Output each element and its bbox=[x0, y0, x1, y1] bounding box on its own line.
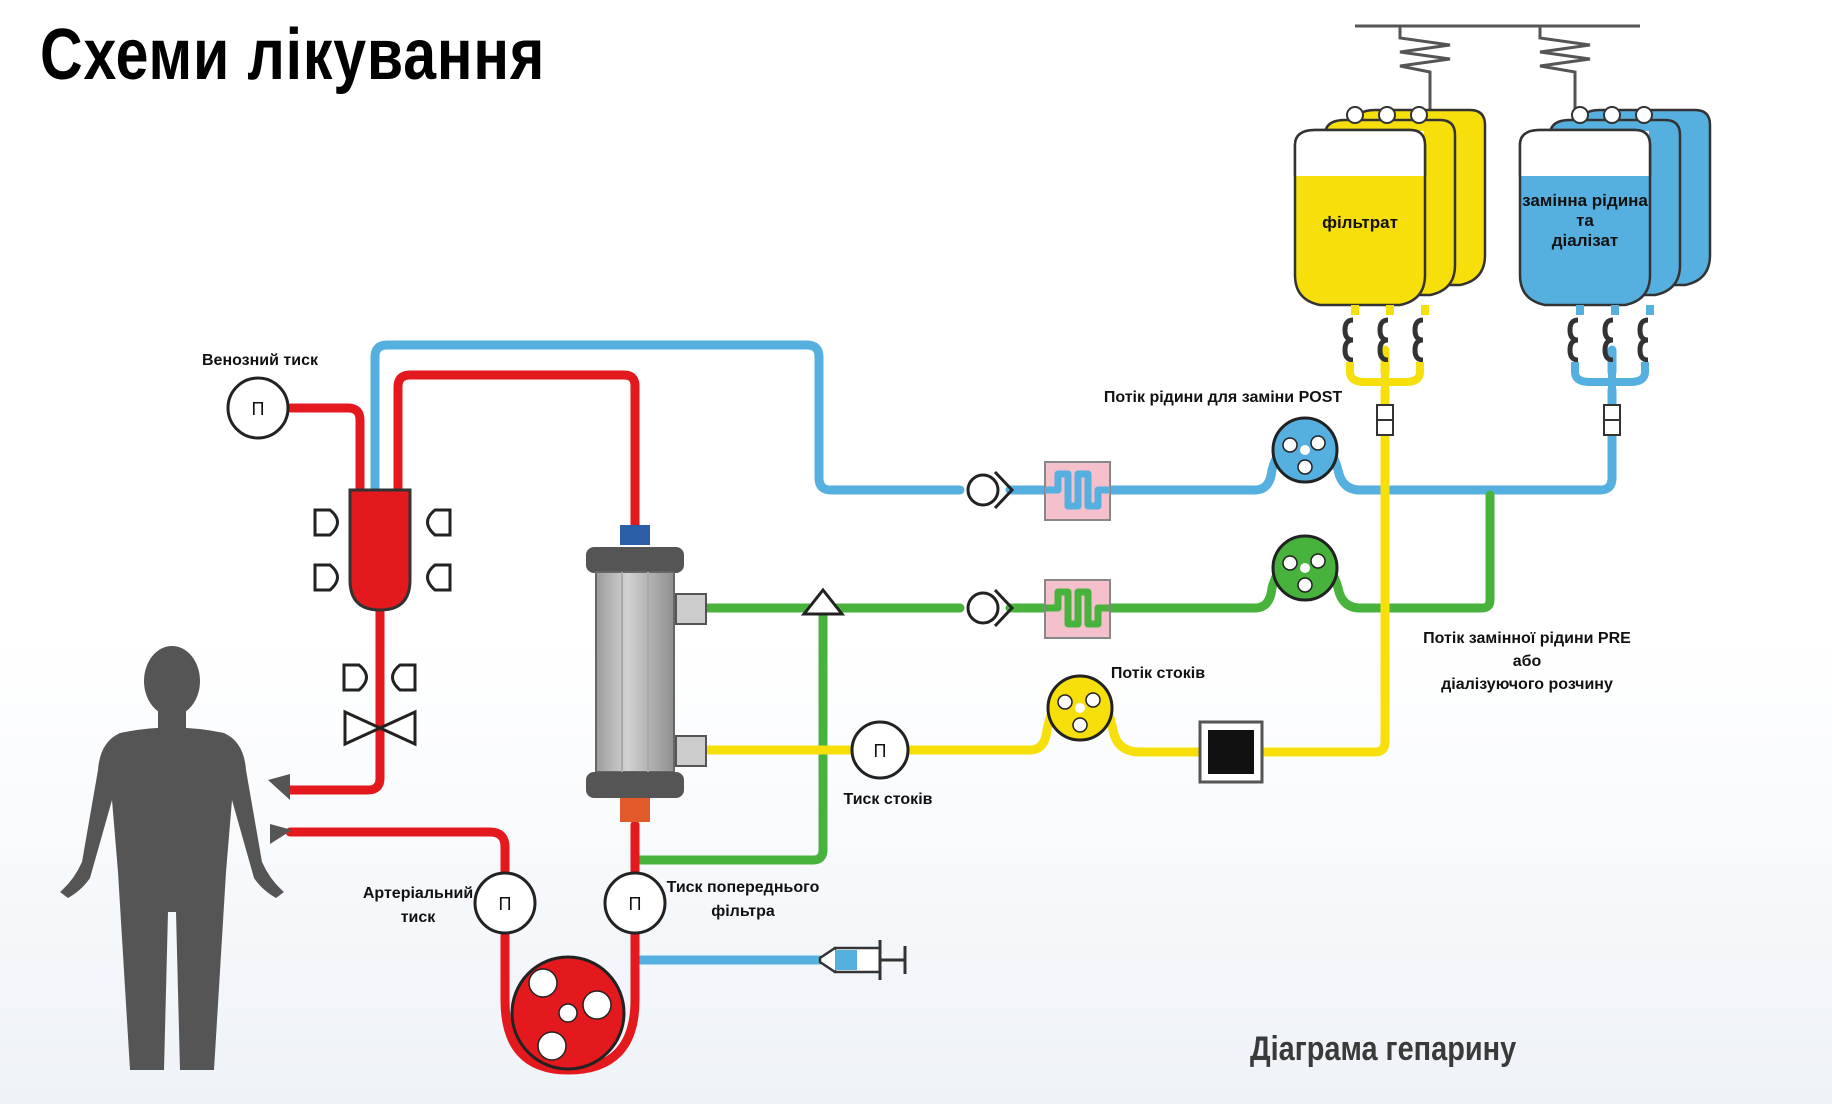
replacement-dialysate-bag: замінна рідина та діалізат bbox=[1518, 106, 1712, 436]
venous-pressure-gauge: П bbox=[226, 376, 290, 440]
prefilter-pressure-label-line2: фільтра bbox=[711, 903, 775, 920]
venous-pressure-label: Венозний тиск bbox=[202, 352, 319, 369]
venous-air-chamber bbox=[348, 488, 412, 612]
post-replacement-pump bbox=[1271, 416, 1339, 484]
venous-clamp-valve-icon bbox=[343, 709, 417, 747]
page-title: Схеми лікування bbox=[40, 15, 546, 95]
blood-pump bbox=[510, 955, 626, 1071]
effluent-pressure-gauge: П bbox=[850, 720, 910, 780]
post-fluid-warmer bbox=[1044, 461, 1111, 521]
patient-access-arrows bbox=[268, 774, 292, 844]
pre-replacement-pump bbox=[1271, 534, 1339, 602]
pre-check-valve-icon bbox=[966, 588, 1015, 628]
svg-text:П: П bbox=[629, 894, 642, 914]
pre-replacement-flow-label-line2: або bbox=[1513, 653, 1542, 670]
heparin-syringe bbox=[818, 940, 907, 980]
bag-hanger-springs bbox=[1355, 24, 1640, 110]
blood-lines bbox=[285, 370, 640, 1075]
pre-replacement-flow-label-line3: діалізуючого розчину bbox=[1441, 676, 1613, 693]
replacement-bag-label-line2: та bbox=[1576, 211, 1594, 230]
replacement-bag-label-line1: замінна рідина bbox=[1522, 191, 1648, 210]
filtrate-bag-label: фільтрат bbox=[1322, 213, 1398, 232]
pre-replacement-flow-label-line1: Потік замінної рідини PRE bbox=[1423, 630, 1631, 647]
effluent-flow-label: Потік стоків bbox=[1111, 665, 1205, 682]
effluent-pressure-label: Тиск стоків bbox=[844, 791, 933, 808]
background-floor bbox=[0, 640, 1832, 1104]
prefilter-pressure-gauge: П bbox=[603, 871, 667, 935]
air-detector-clamps bbox=[313, 508, 452, 692]
filtrate-bag: фільтрат bbox=[1293, 106, 1487, 436]
svg-text:П: П bbox=[252, 399, 265, 419]
svg-text:П: П bbox=[874, 741, 887, 761]
svg-text:П: П bbox=[499, 894, 512, 914]
prefilter-check-valve-icon bbox=[800, 587, 846, 616]
replacement-bag-label-line3: діалізат bbox=[1552, 231, 1619, 250]
prefilter-pressure-label-line1: Тиск попереднього bbox=[667, 879, 820, 896]
post-check-valve-icon bbox=[966, 470, 1015, 510]
arterial-pressure-label-line1: Артеріальний bbox=[363, 885, 473, 902]
post-replacement-flow-label: Потік рідини для заміни POST bbox=[1104, 389, 1343, 406]
arterial-pressure-gauge: П bbox=[473, 871, 537, 935]
pre-fluid-warmer bbox=[1044, 579, 1111, 639]
blood-leak-detector bbox=[1198, 720, 1264, 784]
arterial-pressure-label-line2: тиск bbox=[401, 909, 437, 926]
effluent-pump bbox=[1046, 674, 1114, 742]
diagram-caption: Діаграма гепарину bbox=[1250, 1030, 1517, 1068]
patient-silhouette bbox=[60, 646, 284, 1070]
hemofilter bbox=[586, 525, 707, 822]
